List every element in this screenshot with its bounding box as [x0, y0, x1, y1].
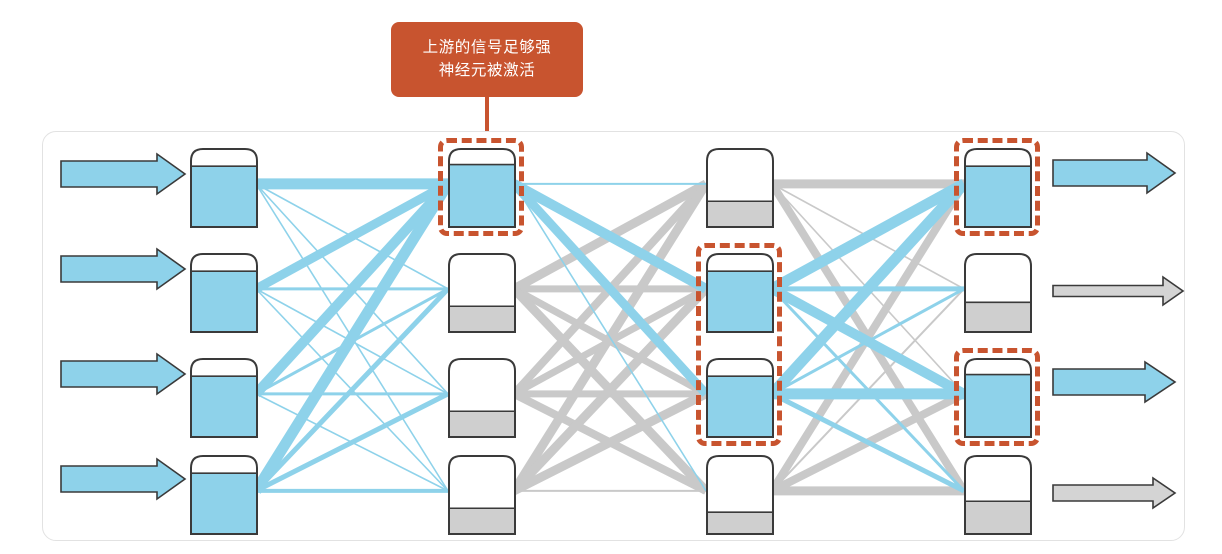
neuron-l2n2[interactable]	[448, 253, 516, 333]
callout-tooltip: 上游的信号足够强 神经元被激活	[391, 22, 583, 97]
neuron-outline	[190, 358, 258, 438]
input-arrow-3	[60, 352, 187, 396]
neuron-outline	[448, 148, 516, 228]
neuron-l3n1[interactable]	[706, 148, 774, 228]
output-arrow-3	[1052, 360, 1177, 404]
neuron-fill	[965, 501, 1031, 534]
neuron-fill	[449, 306, 515, 332]
neuron-fill	[707, 512, 773, 534]
highlight-L4N3	[954, 348, 1040, 446]
output-arrow-4	[1052, 476, 1177, 510]
neuron-l4n4[interactable]	[964, 455, 1032, 535]
neuron-outline	[964, 148, 1032, 228]
neuron-l3n2[interactable]	[706, 253, 774, 333]
neuron-outline	[448, 358, 516, 438]
input-arrow-1	[60, 152, 187, 196]
neuron-fill	[449, 508, 515, 534]
arrow-shape	[1052, 360, 1177, 404]
neuron-l3n3[interactable]	[706, 358, 774, 438]
neuron-fill	[707, 271, 773, 332]
arrow-shape	[1052, 275, 1185, 307]
output-arrow-2	[1052, 275, 1185, 307]
neuron-l1n1[interactable]	[190, 148, 258, 228]
neuron-outline	[190, 148, 258, 228]
neuron-fill	[191, 473, 257, 534]
neuron-outline	[706, 148, 774, 228]
neuron-l4n3[interactable]	[964, 358, 1032, 438]
neuron-fill	[965, 374, 1031, 437]
neuron-fill	[191, 271, 257, 332]
neuron-l2n1[interactable]	[448, 148, 516, 228]
neuron-l1n3[interactable]	[190, 358, 258, 438]
neuron-outline	[706, 358, 774, 438]
arrow-shape	[60, 457, 187, 501]
neuron-l3n4[interactable]	[706, 455, 774, 535]
highlight-L4N1	[954, 138, 1040, 236]
neuron-outline	[706, 253, 774, 333]
input-arrow-2	[60, 247, 187, 291]
neuron-fill	[707, 201, 773, 227]
neuron-outline	[448, 253, 516, 333]
neuron-fill	[191, 166, 257, 227]
neuron-l4n2[interactable]	[964, 253, 1032, 333]
highlight-L2N1	[438, 138, 524, 236]
neuron-fill	[965, 166, 1031, 227]
neuron-l1n2[interactable]	[190, 253, 258, 333]
callout-line-2: 神经元被激活	[438, 61, 536, 79]
highlight-L3N2-N3	[696, 243, 782, 446]
input-arrow-4	[60, 457, 187, 501]
arrow-shape	[60, 352, 187, 396]
neuron-l2n4[interactable]	[448, 455, 516, 535]
neuron-outline	[706, 455, 774, 535]
neuron-l2n3[interactable]	[448, 358, 516, 438]
neuron-l4n1[interactable]	[964, 148, 1032, 228]
neuron-outline	[190, 253, 258, 333]
neuron-fill	[191, 376, 257, 437]
arrow-shape	[60, 152, 187, 196]
neuron-outline	[964, 253, 1032, 333]
callout-line-1: 上游的信号足够强	[422, 39, 552, 57]
arrow-shape	[1052, 151, 1177, 195]
neuron-l1n4[interactable]	[190, 455, 258, 535]
arrow-shape	[1052, 476, 1177, 510]
neuron-outline	[448, 455, 516, 535]
output-arrow-1	[1052, 151, 1177, 195]
neuron-outline	[964, 358, 1032, 438]
neuron-fill	[449, 164, 515, 227]
neuron-outline	[190, 455, 258, 535]
neuron-fill	[965, 302, 1031, 332]
neuron-outline	[964, 455, 1032, 535]
callout-stem	[485, 97, 489, 141]
neuron-fill	[449, 411, 515, 437]
arrow-shape	[60, 247, 187, 291]
neuron-fill	[707, 376, 773, 437]
